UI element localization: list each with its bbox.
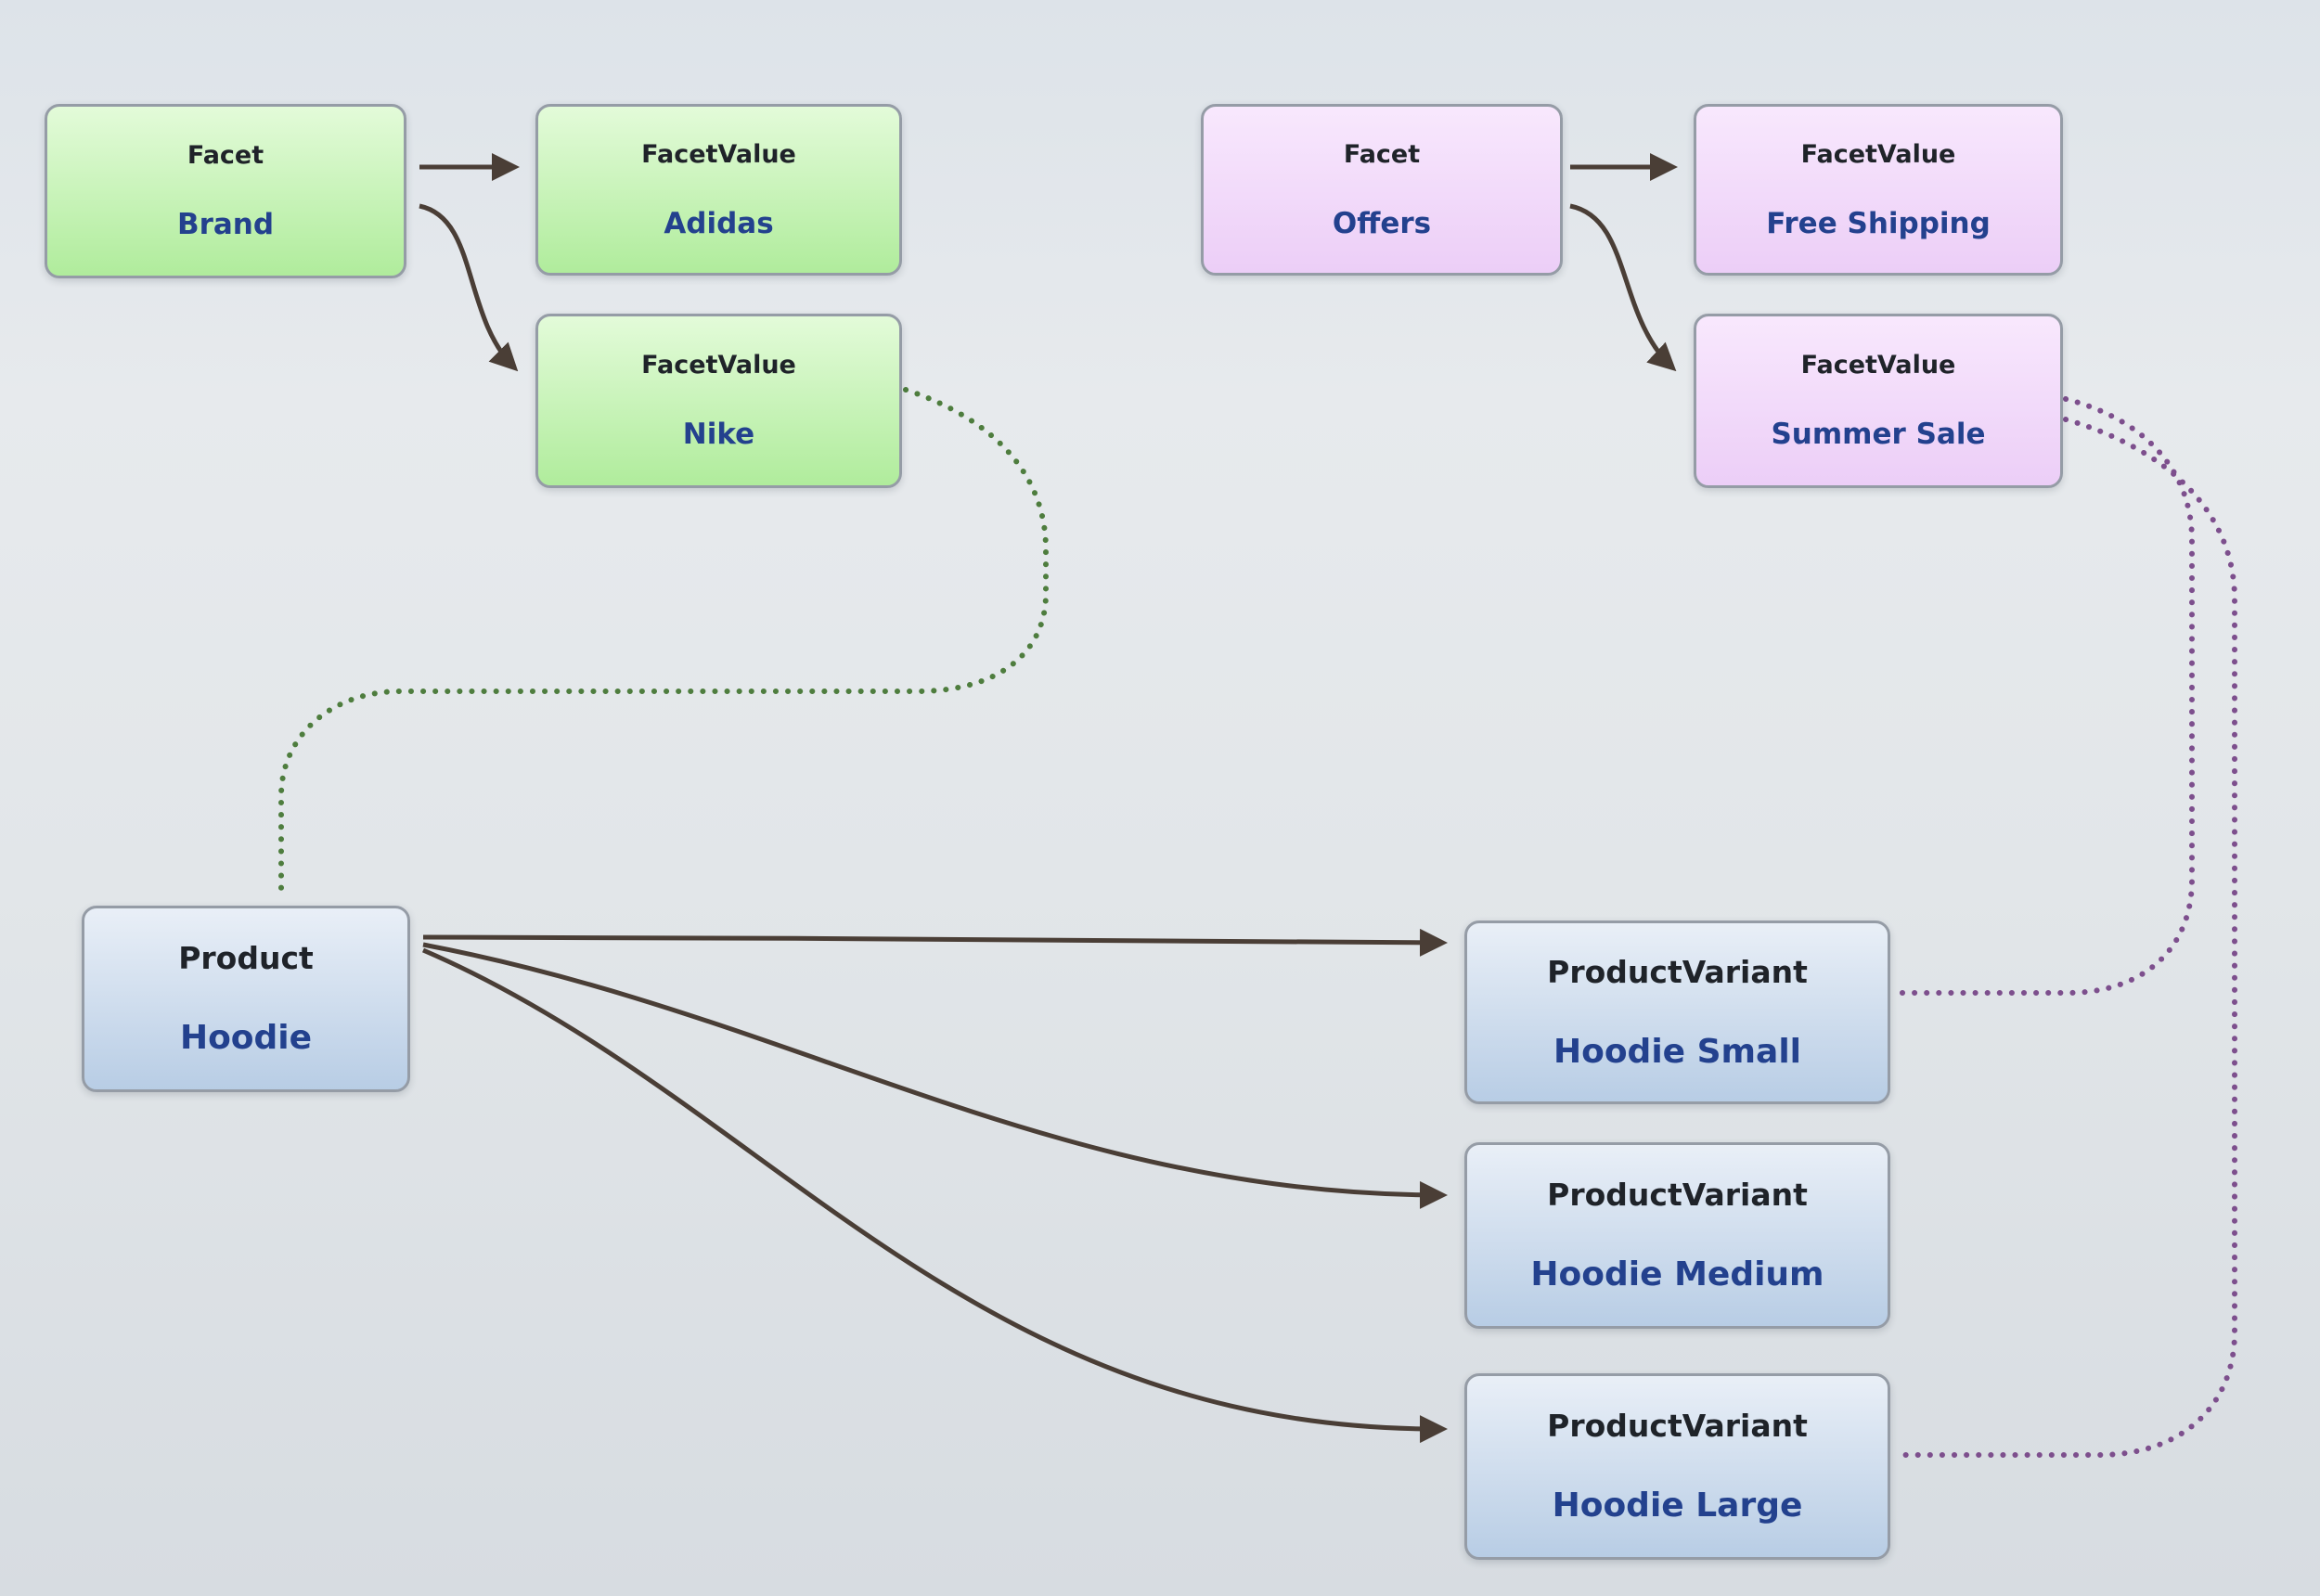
edge-summer-sale-to-variant-small-dotted [1894, 396, 2195, 996]
edge-summer-sale-to-variant-large-dotted [1894, 417, 2237, 1458]
node-variant-hoodie-medium: ProductVariant Hoodie Medium [1464, 1142, 1890, 1329]
node-variant-hoodie-large: ProductVariant Hoodie Large [1464, 1373, 1890, 1560]
node-facetvalue-summer-sale: FacetValue Summer Sale [1694, 314, 2063, 488]
node-value-label: Brand [176, 208, 275, 241]
edge-product-to-variant-small-arrow [422, 928, 1448, 957]
edge-product-to-variant-medium-arrow [422, 942, 1448, 1209]
node-value-label: Summer Sale [1771, 418, 1986, 451]
node-value-label: Offers [1332, 206, 1432, 240]
node-facet-brand: Facet Brand [45, 104, 406, 278]
node-type-label: Product [178, 940, 314, 976]
node-facetvalue-adidas: FacetValue Adidas [535, 104, 902, 276]
node-value-label: Adidas [664, 206, 774, 240]
node-value-label: Nike [682, 418, 755, 451]
node-facetvalue-nike: FacetValue Nike [535, 314, 902, 488]
node-type-label: Facet [1343, 139, 1421, 169]
node-value-label: Hoodie Medium [1530, 1255, 1824, 1294]
node-value-label: Hoodie Small [1553, 1032, 1802, 1071]
node-facetvalue-free-shipping: FacetValue Free Shipping [1694, 104, 2063, 276]
node-type-label: ProductVariant [1547, 1408, 1808, 1444]
node-value-label: Free Shipping [1766, 206, 1991, 240]
node-value-label: Hoodie Large [1552, 1487, 1803, 1525]
node-product-hoodie: Product Hoodie [82, 906, 410, 1092]
node-variant-hoodie-small: ProductVariant Hoodie Small [1464, 920, 1890, 1104]
node-type-label: ProductVariant [1547, 953, 1808, 990]
node-value-label: Hoodie [179, 1019, 313, 1057]
node-type-label: ProductVariant [1547, 1177, 1808, 1213]
edge-facet-brand-to-nike-arrow [419, 203, 519, 372]
node-type-label: FacetValue [641, 351, 796, 380]
edge-product-to-variant-large-arrow [422, 947, 1448, 1444]
node-facet-offers: Facet Offers [1201, 104, 1563, 276]
node-type-label: FacetValue [1800, 139, 1956, 169]
node-type-label: Facet [187, 141, 264, 170]
edge-facet-offers-to-summer-sale-arrow [1569, 203, 1677, 372]
node-type-label: FacetValue [1800, 351, 1956, 380]
node-type-label: FacetValue [641, 139, 796, 169]
